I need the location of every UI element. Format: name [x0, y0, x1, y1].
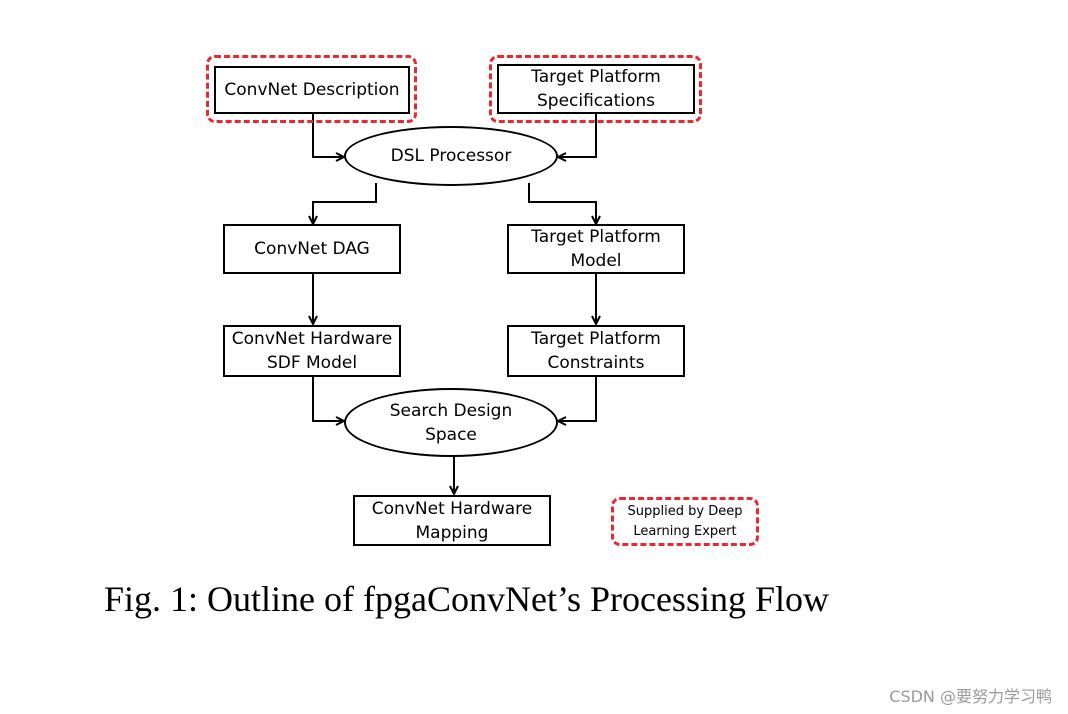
node-convnet-hardware-mapping: ConvNet Hardware Mapping	[353, 495, 551, 546]
node-convnet-description: ConvNet Description	[214, 66, 410, 114]
node-convnet-dag: ConvNet DAG	[223, 224, 401, 274]
node-target-platform-constraints: Target Platform Constraints	[507, 325, 685, 377]
edge-constraints-to-search	[558, 377, 597, 421]
node-search-design-space: Search Design Space	[344, 388, 558, 457]
legend-dashed-sample	[611, 497, 759, 546]
node-target-platform-specifications: Target Platform Specifications	[497, 64, 695, 114]
node-dsl-processor: DSL Processor	[344, 126, 558, 186]
figure-caption: Fig. 1: Outline of fpgaConvNet’s Process…	[104, 579, 829, 619]
edge-specifications-to-dsl	[558, 114, 597, 157]
node-convnet-hardware-sdf-model: ConvNet Hardware SDF Model	[223, 325, 401, 377]
expert-input-frame-description	[206, 55, 417, 123]
node-target-platform-model: Target Platform Model	[507, 224, 685, 274]
edge-dsl-to-platform-model	[528, 183, 596, 224]
legend-label: Supplied by Deep Learning Expert	[627, 504, 743, 539]
edge-sdf-model-to-search	[312, 377, 344, 421]
edge-dsl-to-dag	[313, 183, 377, 224]
expert-input-frame-specifications	[489, 55, 702, 123]
edge-description-to-dsl	[312, 114, 344, 157]
watermark: CSDN @要努力学习鸭	[889, 687, 1052, 706]
